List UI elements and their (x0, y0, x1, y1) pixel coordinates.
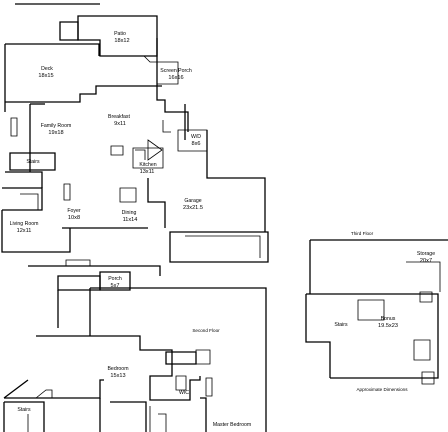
garage-dims: 23x21.5 (183, 205, 203, 211)
wall (185, 235, 261, 258)
wall (110, 401, 147, 432)
third-floor-walls (305, 239, 448, 385)
wic-label: WIC (179, 390, 189, 396)
room-labels: Patio 18x12 Deck 18x15 Screen Porch 16x1… (10, 31, 436, 428)
breakfast-dims: 9x11 (114, 121, 126, 127)
breakfast-label: Breakfast (108, 114, 130, 120)
storage-label: Storage (417, 251, 435, 257)
captions: Second Floor Third Floor Approximate Dim… (192, 231, 408, 392)
family-room-dims: 19x18 (48, 130, 63, 136)
wall (156, 86, 189, 132)
wall (110, 145, 124, 156)
wall (1, 210, 71, 253)
wall (59, 21, 79, 41)
wall (165, 351, 197, 365)
third-floor-caption: Third Floor (351, 231, 374, 236)
wall (143, 55, 179, 85)
wall (3, 379, 29, 399)
wd-dims: 8x6 (191, 141, 200, 147)
approx-dimensions-caption: Approximate Dimensions (356, 387, 408, 392)
wall (200, 397, 207, 432)
master-bedroom-label: Master Bedroom (213, 422, 251, 428)
wd-label: W/D (191, 134, 201, 140)
wall (419, 291, 433, 303)
bedroom-label: Bedroom (107, 366, 128, 372)
wall (5, 171, 43, 188)
patio-dims: 18x12 (114, 38, 129, 44)
wall (195, 349, 211, 365)
kitchen-dims: 13x11 (140, 169, 155, 175)
wall (421, 371, 435, 385)
wall (132, 147, 164, 169)
dining-label: Dining (122, 210, 137, 216)
wall (90, 287, 267, 432)
foyer-dims: 10x8 (68, 215, 80, 221)
wall (135, 149, 146, 160)
wall (77, 15, 158, 57)
wall (305, 294, 331, 378)
wall (147, 139, 163, 161)
living-room-dims: 12x11 (17, 228, 32, 234)
wall (357, 299, 385, 321)
wall (63, 183, 71, 201)
bonus-dims: 19.5x23 (378, 323, 398, 329)
screen-porch-label: Screen Porch (160, 68, 192, 74)
wall (205, 377, 213, 397)
wall (158, 413, 167, 432)
wall (119, 187, 137, 203)
wall (147, 178, 166, 228)
screen-porch-dims: 16x16 (168, 75, 183, 81)
porch-dims: 5x7 (110, 283, 119, 289)
foyer-label: Foyer (67, 208, 81, 214)
deck-label: Deck (41, 66, 53, 72)
deck-dims: 18x15 (38, 73, 53, 79)
wall (413, 339, 431, 361)
stairs-third-label: Stairs (334, 322, 348, 328)
bonus-label: Bonus (381, 316, 396, 322)
wall (99, 271, 131, 291)
stairs-main-label: Stairs (26, 159, 40, 165)
wall (35, 389, 53, 399)
wall (175, 375, 187, 391)
wall (20, 193, 39, 210)
wall (406, 261, 441, 292)
wall (2, 187, 43, 211)
stairs-second-label: Stairs (17, 407, 31, 413)
wall (169, 231, 269, 263)
patio-label: Patio (114, 31, 126, 37)
porch-label: Porch (108, 276, 122, 282)
wall (162, 120, 171, 133)
second-floor-caption: Second Floor (192, 328, 220, 333)
garage-label: Garage (184, 198, 201, 204)
wall (4, 379, 104, 399)
family-room-label: Family Room (41, 123, 72, 129)
wall (306, 293, 439, 379)
wall (5, 85, 162, 103)
wall (36, 335, 201, 401)
dining-dims: 11x14 (123, 217, 138, 223)
bedroom-dims: 15x13 (110, 373, 125, 379)
wall (4, 401, 45, 432)
wall (65, 259, 91, 267)
second-floor-walls (3, 287, 267, 432)
wall (10, 117, 18, 137)
wall (206, 130, 266, 196)
wall (5, 43, 100, 56)
wall (28, 265, 161, 276)
kitchen-label: Kitchen (139, 162, 156, 168)
living-room-label: Living Room (10, 221, 39, 227)
main-floor-walls (1, 3, 269, 328)
storage-dims: 20x7 (420, 258, 432, 264)
